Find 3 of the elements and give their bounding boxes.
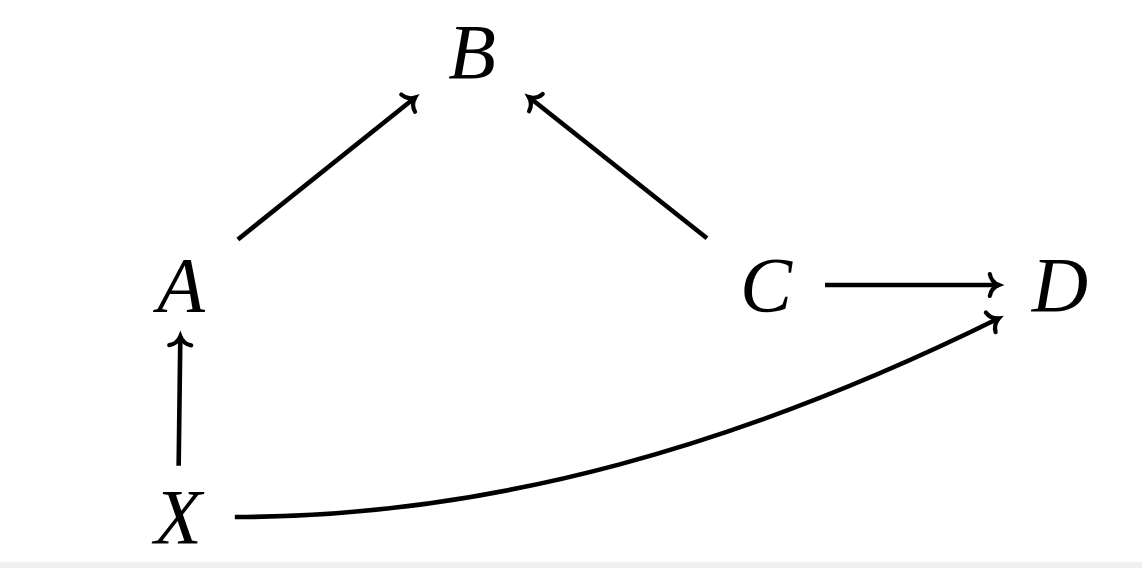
variable-label: C	[740, 255, 792, 315]
variable-label: D	[1031, 255, 1089, 315]
variable-label: B	[448, 22, 496, 82]
